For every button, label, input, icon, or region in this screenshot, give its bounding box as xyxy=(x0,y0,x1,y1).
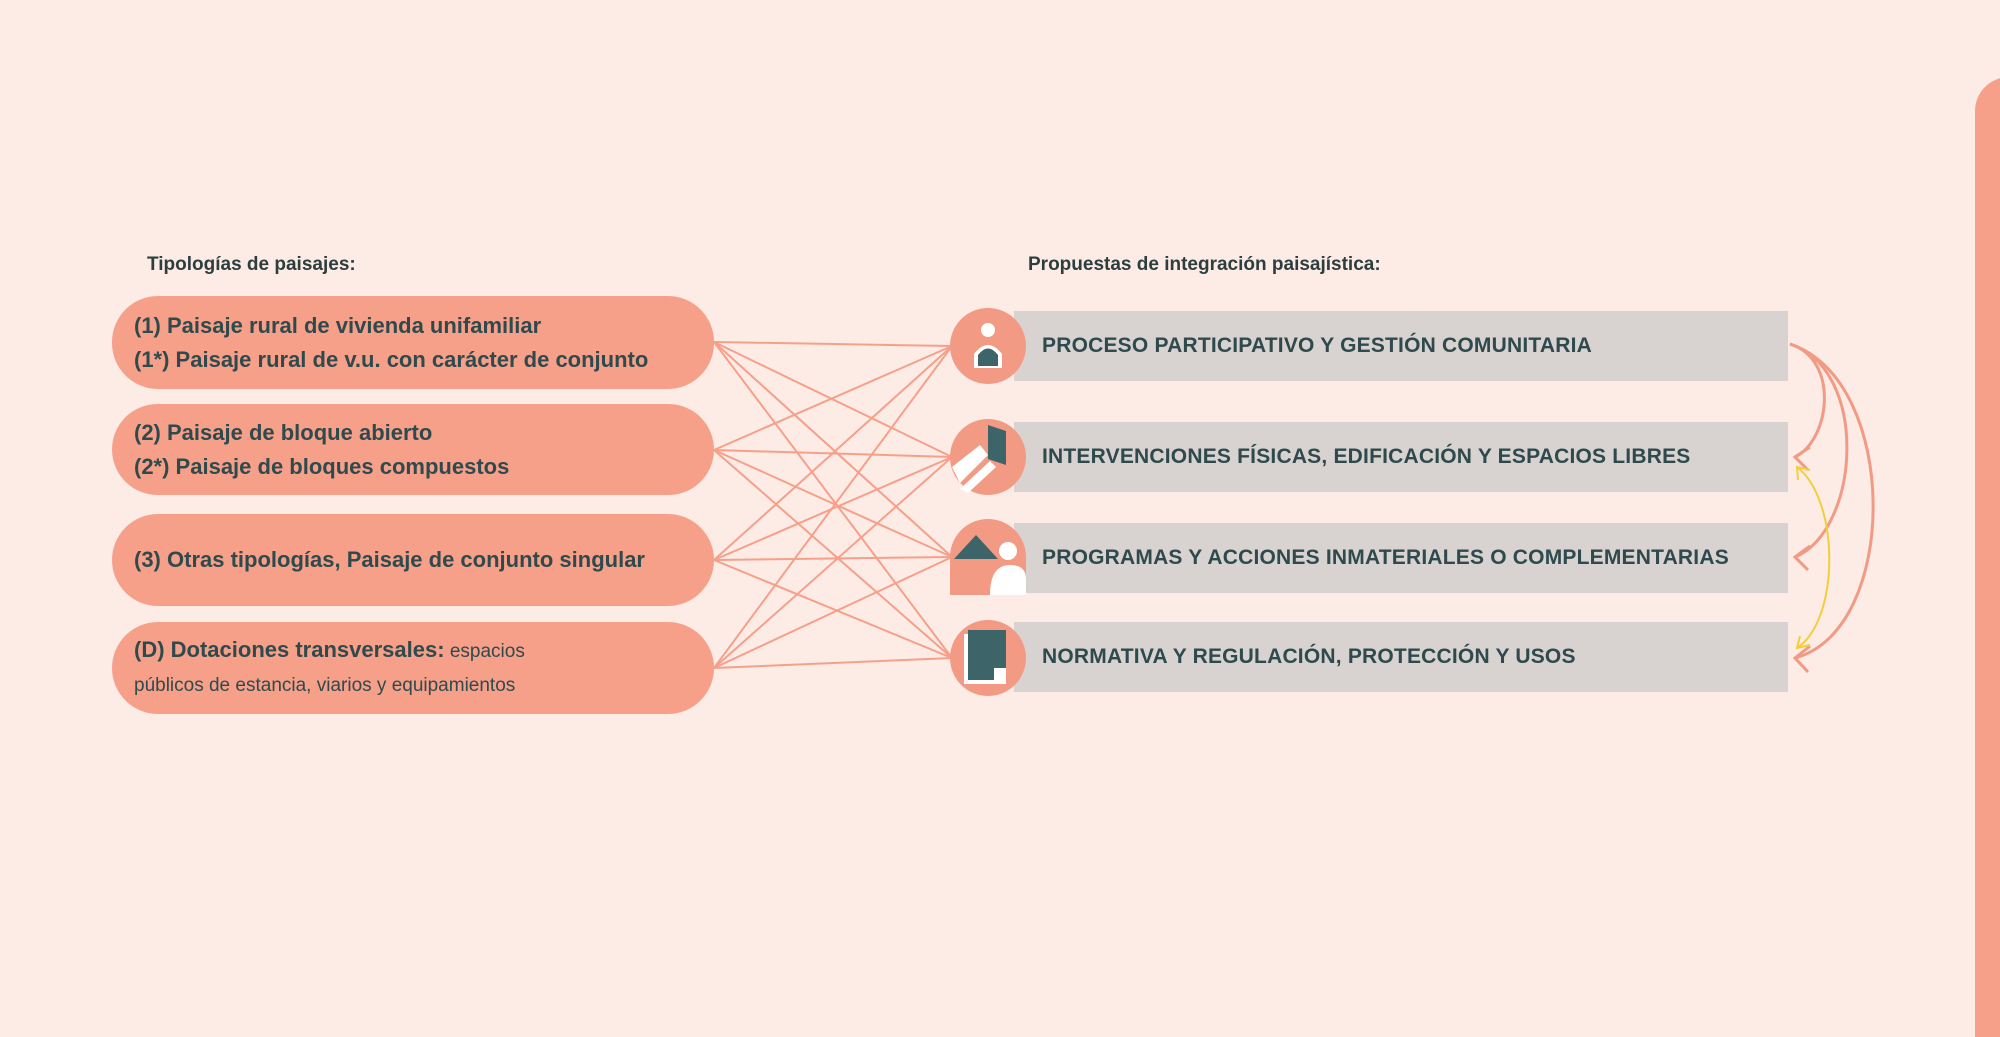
typology-d-line1b: espacios xyxy=(444,641,525,662)
link-3-4 xyxy=(713,559,953,659)
link-3-3 xyxy=(713,556,953,561)
proposal-4-label: NORMATIVA Y REGULACIÓN, PROTECCIÓN Y USO… xyxy=(1042,645,1576,668)
link-2-4 xyxy=(713,449,953,659)
typology-1-line1: (1) Paisaje rural de vivienda unifamilia… xyxy=(134,312,542,338)
link-2-3 xyxy=(713,449,953,558)
typology-2: (2) Paisaje de bloque abierto (2*) Paisa… xyxy=(112,404,714,495)
typology-2-line1: (2) Paisaje de bloque abierto xyxy=(134,419,433,445)
building-icon xyxy=(950,419,1026,495)
arrow-2-to-4 xyxy=(1796,466,1831,649)
link-4-2 xyxy=(713,456,953,669)
proposal-4: NORMATIVA Y REGULACIÓN, PROTECCIÓN Y USO… xyxy=(1014,622,1788,692)
link-4-1 xyxy=(713,345,953,669)
typology-d-line2: públicos de estancia, viarios y equipami… xyxy=(134,675,516,696)
typologies-heading: Tipologías de paisajes: xyxy=(147,254,356,275)
connection-lines xyxy=(713,341,1875,674)
proposal-2-label: INTERVENCIONES FÍSICAS, EDIFICACIÓN Y ES… xyxy=(1042,445,1691,468)
link-1-1 xyxy=(713,341,953,347)
arrow-1-to-3 xyxy=(1789,342,1849,559)
proposal-1-label: PROCESO PARTICIPATIVO Y GESTIÓN COMUNITA… xyxy=(1042,334,1592,357)
link-4-4 xyxy=(713,657,953,669)
link-1-4 xyxy=(713,341,953,659)
arrow-1-to-4 xyxy=(1789,342,1875,660)
typology-3: (3) Otras tipologías, Paisaje de conjunt… xyxy=(112,514,714,606)
person-icon xyxy=(950,308,1026,384)
link-2-1 xyxy=(713,345,953,451)
typology-d: (D) Dotaciones transversales: espacios p… xyxy=(112,622,714,714)
typology-1: (1) Paisaje rural de vivienda unifamilia… xyxy=(112,296,714,389)
proposals-heading: Propuestas de integración paisajística: xyxy=(1028,254,1381,275)
house-person-icon xyxy=(950,519,1026,595)
link-4-3 xyxy=(713,556,953,669)
link-3-1 xyxy=(713,345,953,561)
link-1-3 xyxy=(713,341,953,558)
document-icon xyxy=(950,620,1026,696)
link-1-2 xyxy=(713,341,953,458)
proposal-3: PROGRAMAS Y ACCIONES INMATERIALES O COMP… xyxy=(1014,523,1788,593)
typology-1-line2: (1*) Paisaje rural de v.u. con carácter … xyxy=(134,346,649,372)
proposal-3-label: PROGRAMAS Y ACCIONES INMATERIALES O COMP… xyxy=(1042,546,1729,569)
typology-d-line1: (D) Dotaciones transversales: xyxy=(134,637,445,662)
typology-2-line2: (2*) Paisaje de bloques compuestos xyxy=(134,453,510,479)
side-panel-edge xyxy=(1975,77,2000,1037)
proposal-2: INTERVENCIONES FÍSICAS, EDIFICACIÓN Y ES… xyxy=(1014,422,1788,492)
proposal-1: PROCESO PARTICIPATIVO Y GESTIÓN COMUNITA… xyxy=(1014,311,1788,381)
typology-3-line1: (3) Otras tipologías, Paisaje de conjunt… xyxy=(134,547,645,572)
